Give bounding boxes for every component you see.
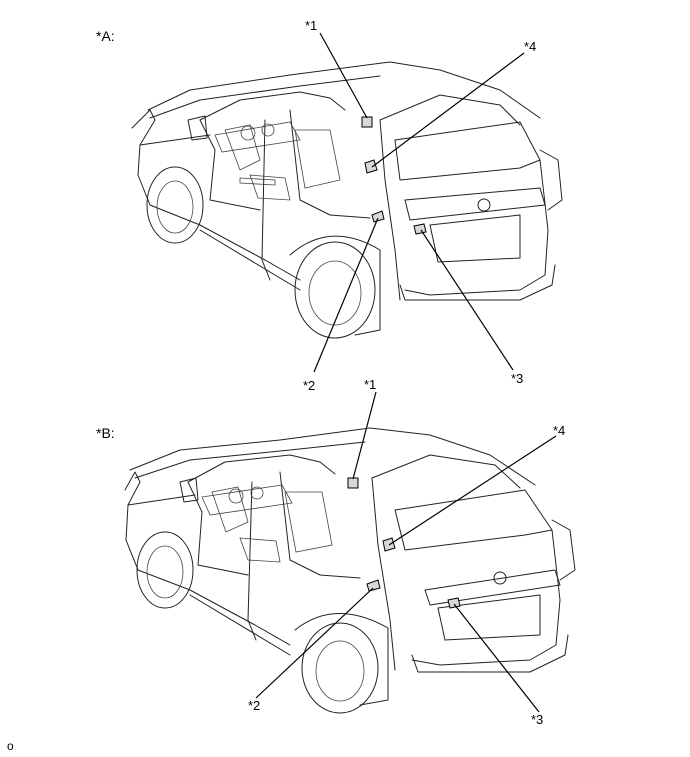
leader-line-4-b bbox=[388, 435, 557, 546]
leader-line-4-a bbox=[371, 52, 525, 168]
part-3-a bbox=[413, 223, 427, 235]
leader-line-3-a bbox=[420, 229, 514, 371]
callout-2-a: *2 bbox=[303, 378, 316, 393]
callout-3-b: *3 bbox=[531, 712, 544, 727]
leader-line-1-b bbox=[352, 391, 377, 480]
part-1-b bbox=[347, 477, 359, 489]
callout-1-b: *1 bbox=[364, 377, 377, 392]
footer-code: o bbox=[7, 739, 14, 753]
callout-4-a: *4 bbox=[524, 39, 537, 54]
part-2-b bbox=[366, 579, 381, 592]
part-4-a bbox=[364, 159, 378, 174]
part-2-a bbox=[371, 210, 385, 223]
callout-2-b: *2 bbox=[248, 698, 261, 713]
callout-1-a: *1 bbox=[305, 18, 318, 33]
vehicle-body-a bbox=[131, 61, 563, 339]
view-label-b: *B: bbox=[96, 425, 115, 441]
leader-line-3-b bbox=[453, 603, 540, 713]
vehicle-body-b bbox=[124, 427, 576, 714]
leader-line-1-a bbox=[319, 32, 368, 119]
callout-4-b: *4 bbox=[553, 423, 566, 438]
leader-line-2-a bbox=[313, 217, 379, 373]
leader-line-2-b bbox=[255, 587, 374, 699]
part-3-b bbox=[447, 597, 461, 609]
callout-3-a: *3 bbox=[511, 371, 524, 386]
view-label-a: *A: bbox=[96, 28, 115, 44]
